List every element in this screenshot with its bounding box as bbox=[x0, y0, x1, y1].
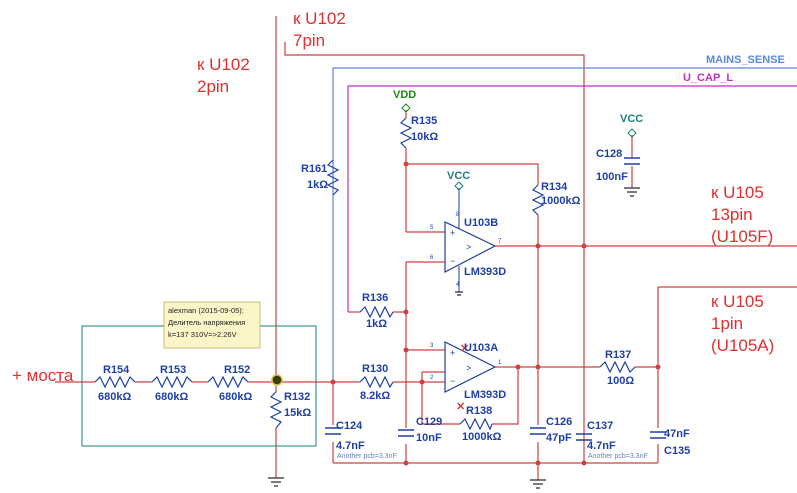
r132-ref: R132 bbox=[284, 391, 310, 403]
r161-ref: R161 bbox=[301, 163, 327, 175]
r134-value: 1000kΩ bbox=[541, 195, 581, 207]
r134-ref: R134 bbox=[541, 181, 568, 193]
r135-value: 10kΩ bbox=[411, 131, 438, 143]
note-line-2: Делитель напряжения bbox=[168, 318, 245, 327]
u103a-part: LM393D bbox=[464, 389, 506, 401]
c129-value: 10nF bbox=[416, 432, 442, 444]
pin-1: 1 bbox=[498, 360, 502, 366]
ucap-label: U_CAP_L bbox=[683, 72, 733, 84]
capacitor-symbols bbox=[325, 157, 666, 441]
c124-alt: Another pcb=3.3nF bbox=[337, 453, 397, 460]
note-line-1: alexman (2015-09-05): bbox=[168, 306, 244, 315]
c128-value: 100nF bbox=[596, 171, 628, 183]
u102-pin2-line2: 2pin bbox=[197, 77, 229, 96]
vdd-symbol bbox=[401, 103, 411, 113]
note-line-3: k=137 310V=>2.26V bbox=[168, 330, 237, 339]
svg-text:−: − bbox=[450, 256, 455, 266]
c124-value: 4.7nF bbox=[336, 440, 365, 452]
pin-4: 4 bbox=[456, 282, 460, 288]
svg-text:>: > bbox=[466, 242, 471, 252]
ground-symbols bbox=[268, 187, 640, 489]
pin-5: 5 bbox=[430, 225, 434, 231]
r137-value: 100Ω bbox=[607, 375, 634, 387]
r132-value: 15kΩ bbox=[284, 407, 311, 419]
mains-sense-label: MAINS_SENSE bbox=[706, 54, 785, 66]
c129-ref: C129 bbox=[416, 416, 442, 428]
r153-value: 680kΩ bbox=[155, 391, 188, 403]
r152-ref: R152 bbox=[224, 364, 250, 376]
mains-sense-net bbox=[332, 67, 797, 382]
c124-ref: C124 bbox=[336, 420, 363, 432]
u102-pin7-line1: к U102 bbox=[293, 9, 346, 28]
u105-pin13-line3: (U105F) bbox=[711, 227, 773, 246]
u105-pin1-line1: к U105 bbox=[711, 292, 764, 311]
r136-value: 1kΩ bbox=[366, 318, 387, 330]
u102-pin2-line1: к U102 bbox=[197, 55, 250, 74]
u103b-part: LM393D bbox=[464, 266, 506, 278]
r138-value: 1000kΩ bbox=[462, 431, 502, 443]
r161-value: 1kΩ bbox=[307, 179, 328, 191]
r135-ref: R135 bbox=[411, 115, 437, 127]
u105-pin13-line1: к U105 bbox=[711, 183, 764, 202]
r136-ref: R136 bbox=[362, 292, 388, 304]
u102-pin7-line2: 7pin bbox=[293, 31, 325, 50]
r130-value: 8.2kΩ bbox=[360, 390, 390, 402]
r152-value: 680kΩ bbox=[219, 391, 252, 403]
svg-text:−: − bbox=[450, 376, 455, 386]
c135-value: 47nF bbox=[664, 428, 690, 440]
svg-text:+: + bbox=[450, 348, 455, 358]
c137-ref: C137 bbox=[587, 420, 613, 432]
vcc-symbol bbox=[454, 128, 637, 191]
c126-value: 47pF bbox=[546, 432, 572, 444]
nc-marker-u103a: ✕ bbox=[460, 343, 469, 355]
resistor-symbols bbox=[94, 117, 636, 431]
c137-value: 4.7nF bbox=[587, 440, 616, 452]
pin-7: 7 bbox=[498, 239, 502, 245]
note-box bbox=[163, 301, 261, 349]
vcc-label-u103: VCC bbox=[447, 170, 470, 182]
r154-ref: R154 bbox=[103, 364, 130, 376]
pin-3: 3 bbox=[430, 343, 434, 349]
c135-ref: C135 bbox=[664, 445, 690, 457]
u105-pin1-line2: 1pin bbox=[711, 314, 743, 333]
u103b-ref: U103B bbox=[464, 217, 498, 229]
r154-value: 680kΩ bbox=[98, 391, 131, 403]
op-amp-symbols bbox=[444, 221, 497, 393]
r153-ref: R153 bbox=[160, 364, 186, 376]
vdd-label: VDD bbox=[393, 89, 416, 101]
r138-ref: R138 bbox=[466, 405, 492, 417]
probe-marker bbox=[271, 374, 283, 386]
r130-ref: R130 bbox=[362, 363, 388, 375]
pin-8: 8 bbox=[456, 212, 460, 218]
u105-pin13-line2: 13pin bbox=[711, 205, 753, 224]
svg-text:+: + bbox=[450, 228, 455, 238]
nc-marker-u103a-bottom: ✕ bbox=[456, 401, 465, 413]
c126-ref: C126 bbox=[546, 416, 572, 428]
pin-6: 6 bbox=[430, 255, 434, 261]
wires bbox=[55, 16, 797, 480]
r137-ref: R137 bbox=[605, 349, 631, 361]
u103a-ref: U103A bbox=[464, 342, 498, 354]
pin-2: 2 bbox=[430, 375, 434, 381]
svg-text:>: > bbox=[466, 363, 471, 373]
c128-ref: C128 bbox=[596, 148, 622, 160]
bridge-plus-label: + моста bbox=[12, 366, 74, 385]
c137-alt: Another pcb=3.3nF bbox=[588, 453, 648, 460]
u105-pin1-line3: (U105A) bbox=[711, 336, 774, 355]
vcc-label-c128: VCC bbox=[620, 113, 643, 125]
junctions bbox=[330, 161, 661, 466]
ucap-net bbox=[347, 85, 797, 312]
